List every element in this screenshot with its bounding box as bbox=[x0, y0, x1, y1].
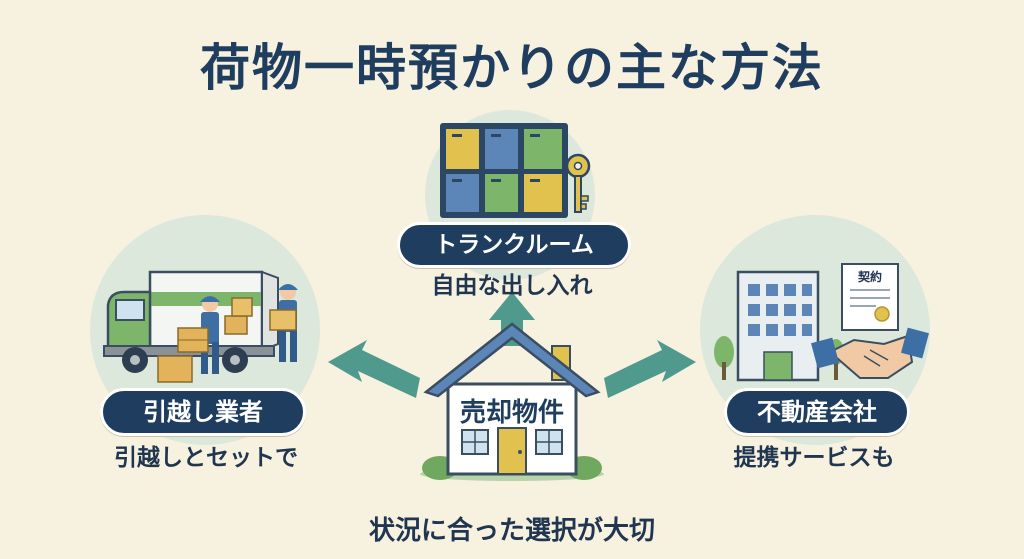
house-icon bbox=[420, 322, 604, 481]
option-pill-trunkroom: トランクルーム bbox=[397, 222, 631, 268]
arrow-left-icon bbox=[328, 340, 420, 398]
option-pill-realestate: 不動産会社 bbox=[724, 388, 910, 436]
locker-icon bbox=[440, 123, 568, 218]
contract-label: 契約 bbox=[857, 270, 882, 284]
option-desc-realestate: 提携サービスも bbox=[733, 445, 895, 471]
page-title: 荷物一時預かりの主な方法 bbox=[200, 39, 824, 97]
option-pill-moving: 引越し業者 bbox=[100, 388, 306, 436]
mover-left-icon bbox=[177, 296, 220, 374]
option-desc-moving: 引越しとセットで bbox=[114, 445, 298, 471]
key-icon bbox=[565, 153, 591, 213]
handshake-icon bbox=[811, 327, 929, 379]
contract-document-icon bbox=[841, 263, 899, 331]
center-label: 売却物件 bbox=[459, 398, 564, 428]
office-building-icon bbox=[736, 270, 820, 382]
mover-right-icon bbox=[269, 284, 298, 362]
footer-note: 状況に合った選択が大切 bbox=[368, 516, 655, 546]
box-on-ground-icon bbox=[157, 355, 193, 383]
option-desc-trunkroom: 自由な出し入れ bbox=[431, 273, 593, 299]
arrow-right-icon bbox=[604, 340, 696, 398]
